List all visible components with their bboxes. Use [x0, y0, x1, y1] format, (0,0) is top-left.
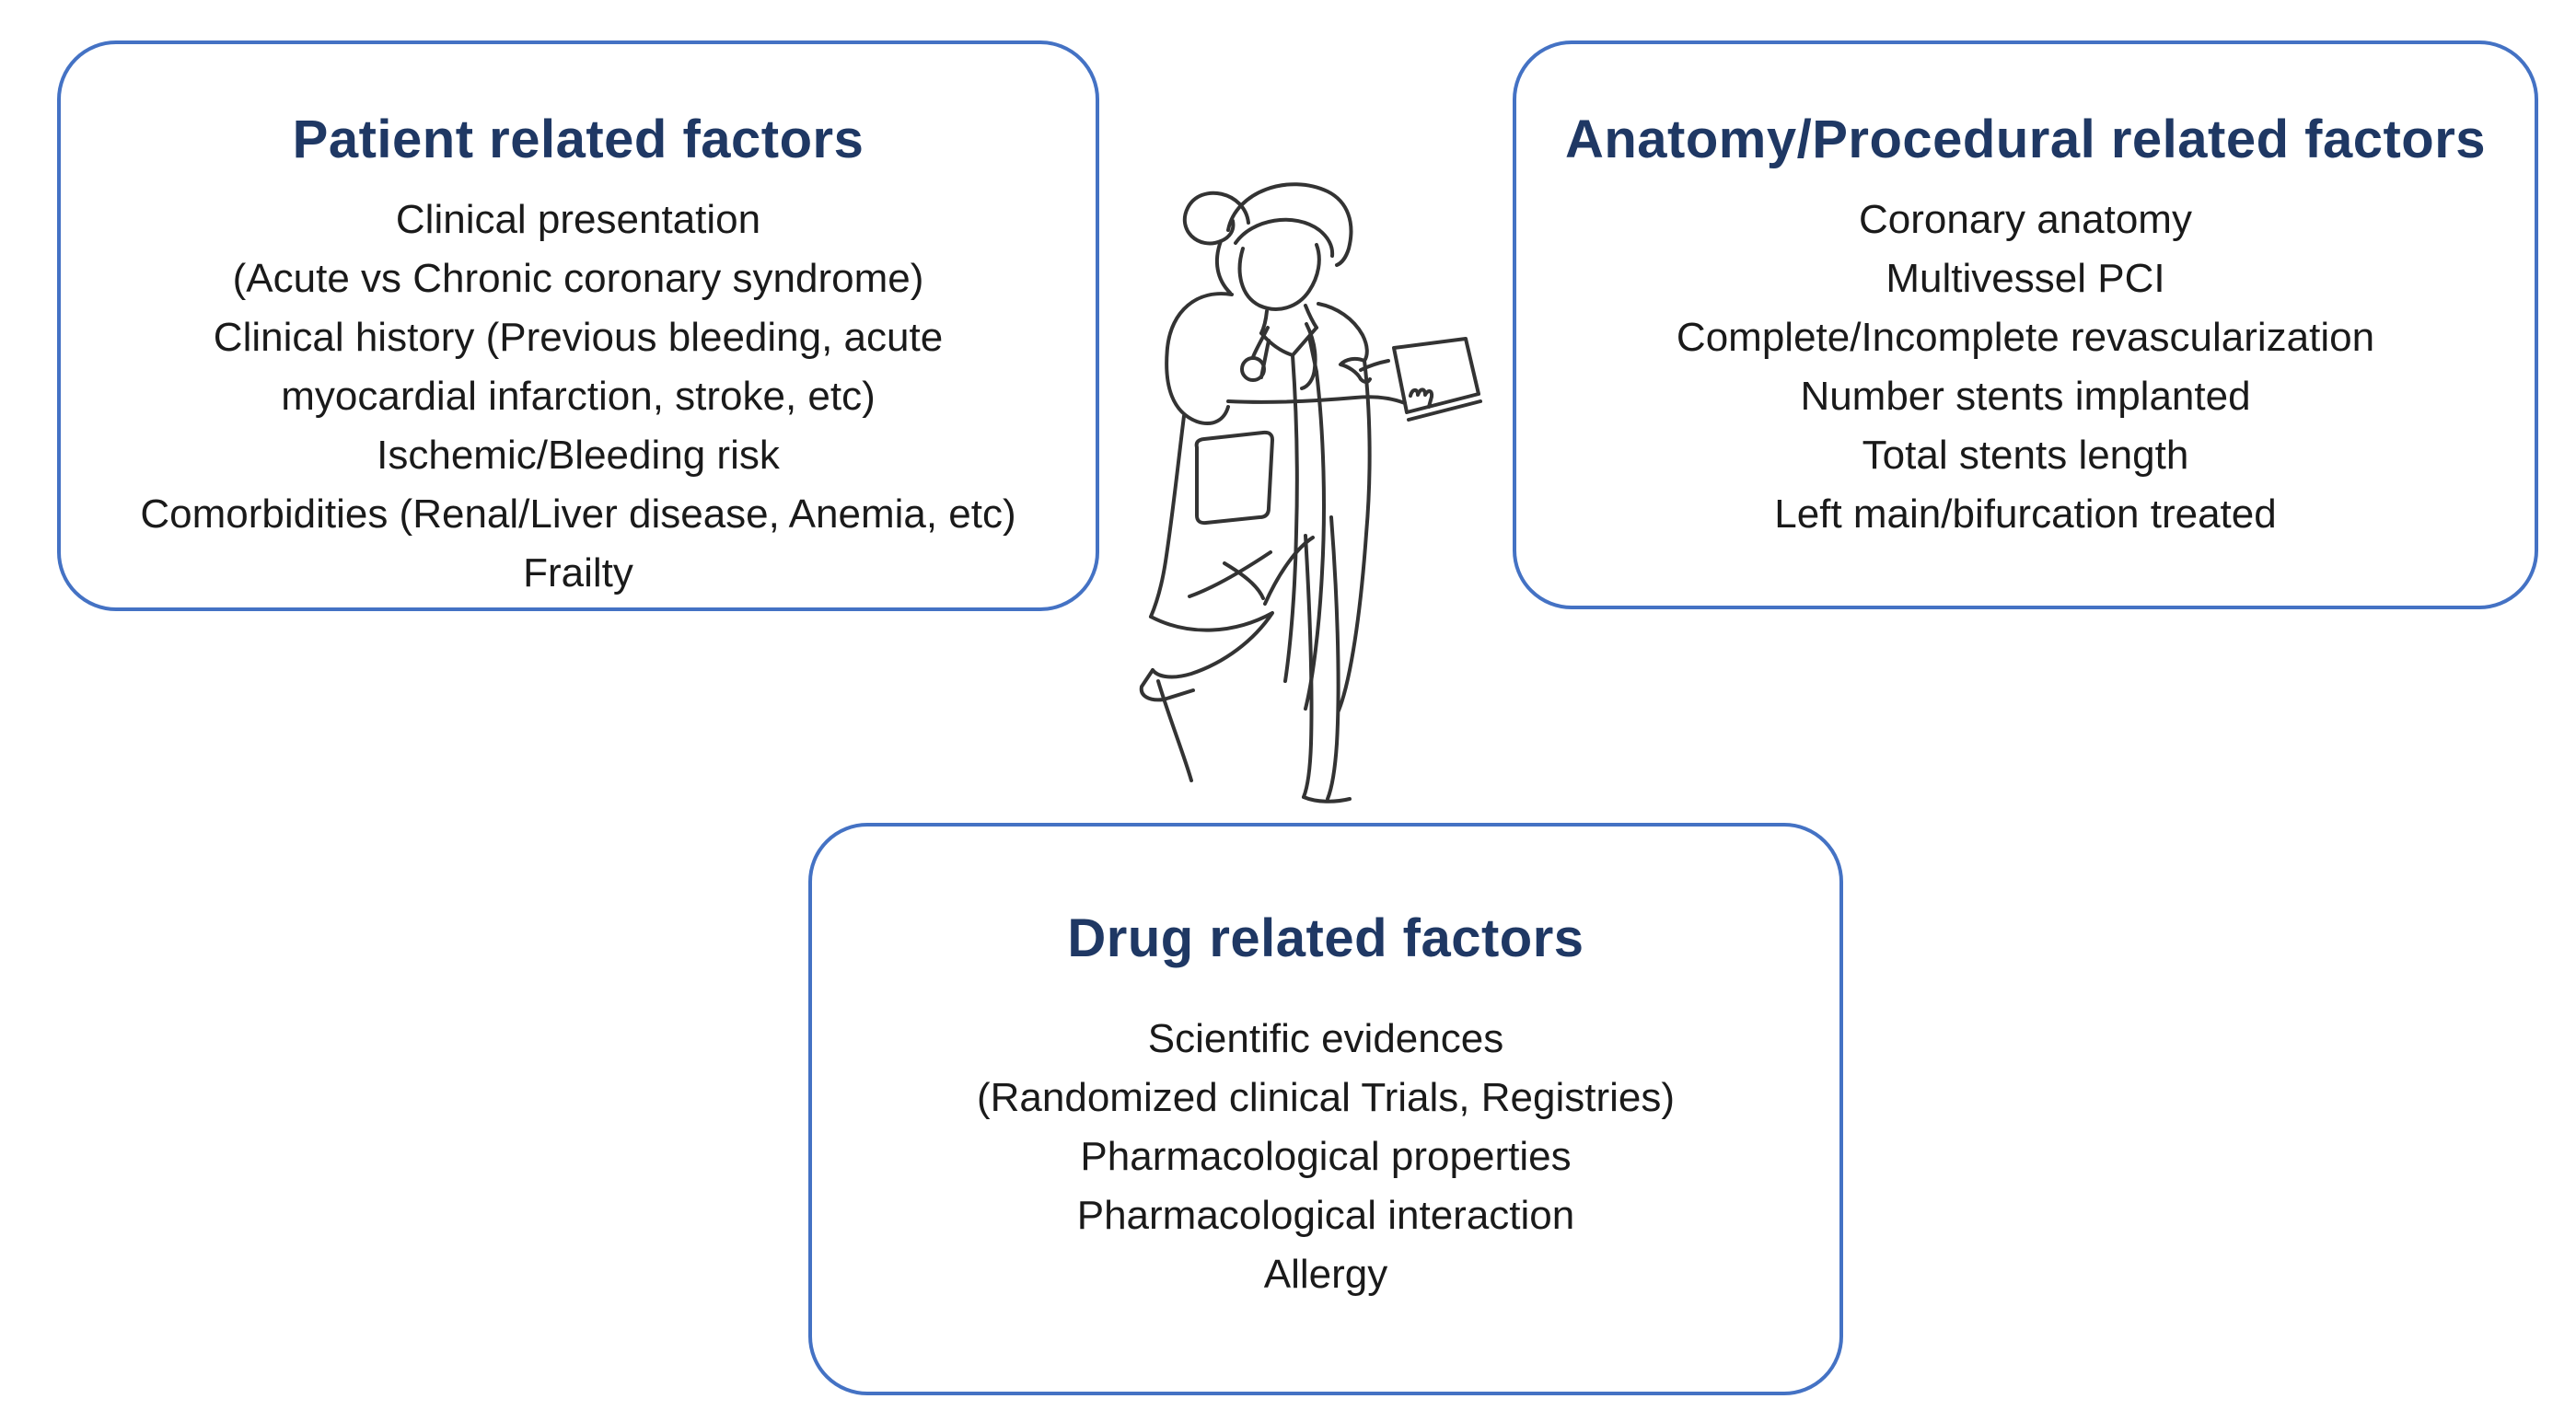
anatomy-factors-box: Anatomy/Procedural related factors Coron…	[1513, 40, 2538, 609]
doctor-face-path	[1237, 243, 1321, 311]
doctor-coat-inner-path	[1283, 353, 1326, 711]
drug-factors-title: Drug related factors	[1067, 908, 1584, 968]
factor-line: Clinical presentation	[395, 197, 761, 242]
doctor-pocket-path	[1194, 430, 1274, 526]
doctor-tablet-path	[1392, 337, 1482, 422]
doctor-left-arm-path	[1165, 292, 1234, 425]
factor-line: (Acute vs Chronic coronary syndrome)	[232, 256, 924, 301]
doctor-with-tablet-illustration	[1132, 166, 1556, 824]
doctor-foot-path	[1302, 795, 1352, 803]
doctor-right-arm-path	[1317, 302, 1369, 363]
doctor-shoe-path	[1139, 668, 1195, 782]
doctor-hairline-path	[1234, 217, 1335, 258]
doctor-line-art-svg	[1139, 182, 1482, 803]
factor-line: (Randomized clinical Trials, Registries)	[976, 1075, 1675, 1120]
doctor-hair-outer-path	[1226, 182, 1353, 267]
doctor-bun-path	[1182, 191, 1250, 246]
drug-factors-list: Scientific evidences (Randomized clinical…	[812, 1010, 1839, 1304]
factor-line: Number stents implanted	[1800, 374, 2251, 419]
factor-line: myocardial infarction, stroke, etc)	[281, 374, 876, 419]
doctor-legs-path	[1302, 515, 1340, 801]
factor-line: Allergy	[1263, 1252, 1388, 1297]
doctor-fold-path	[1188, 536, 1315, 606]
anatomy-factors-title: Anatomy/Procedural related factors	[1564, 110, 2487, 169]
factor-line: Left main/bifurcation treated	[1774, 491, 2277, 537]
doctor-forearm-path	[1226, 395, 1407, 405]
patient-factors-list: Clinical presentation (Acute vs Chronic c…	[61, 191, 1096, 603]
factor-line: Pharmacological properties	[1080, 1134, 1572, 1179]
doctor-coat-right-path	[1337, 359, 1372, 712]
factor-line: Comorbidities (Renal/Liver disease, Anem…	[140, 491, 1016, 537]
factor-line: Complete/Incomplete revascularization	[1676, 315, 2375, 360]
doctor-lapel-path	[1259, 335, 1318, 379]
doctor-holding-fingers-path	[1409, 387, 1434, 409]
factor-line: Clinical history (Previous bleeding, acu…	[213, 315, 944, 360]
doctor-stethoscope-tube-path	[1251, 322, 1317, 390]
factor-line: Coronary anatomy	[1859, 197, 2192, 242]
factor-line: Total stents length	[1862, 433, 2189, 478]
factor-line: Frailty	[523, 550, 633, 595]
factor-line: Scientific evidences	[1147, 1016, 1504, 1061]
factor-line: Multivessel PCI	[1886, 256, 2165, 301]
doctor-hair-side-path	[1214, 239, 1232, 295]
doctor-coat-left-path	[1149, 414, 1186, 619]
factor-line: Pharmacological interaction	[1076, 1193, 1575, 1238]
doctor-pointing-finger-path	[1359, 359, 1390, 372]
doctor-hem-path	[1149, 611, 1274, 679]
doctor-stethoscope-chestpiece	[1240, 356, 1266, 382]
patient-factors-title: Patient related factors	[292, 110, 864, 169]
factor-line: Ischemic/Bleeding risk	[377, 433, 780, 478]
patient-factors-box: Patient related factors Clinical present…	[57, 40, 1099, 611]
drug-factors-box: Drug related factors Scientific evidence…	[808, 823, 1843, 1395]
